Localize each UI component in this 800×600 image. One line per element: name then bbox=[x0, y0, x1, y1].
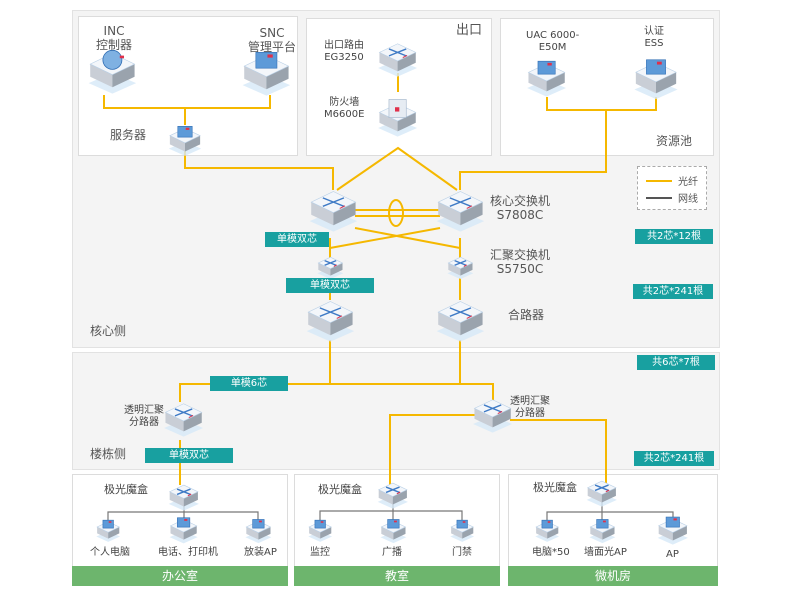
fiber-line bbox=[336, 146, 458, 191]
single-mode-dual-core-tag: 单模双芯 bbox=[145, 448, 233, 463]
fiber-count-tag: 共2芯*241根 bbox=[633, 284, 713, 299]
snc-platform-icon bbox=[242, 51, 290, 96]
aurora-box-label: 极光魔盒 bbox=[533, 481, 577, 494]
combiner-icon bbox=[436, 300, 484, 342]
combiner-icon bbox=[306, 300, 354, 342]
aurora-box-label: 极光魔盒 bbox=[104, 483, 148, 496]
ess-label: 认证 ESS bbox=[644, 26, 664, 49]
agg-switch-label: 汇聚交换机 S5750C bbox=[490, 248, 551, 276]
combiner-label: 合路器 bbox=[508, 308, 545, 322]
egress-router-icon bbox=[378, 43, 418, 77]
aurora-box-icon bbox=[377, 482, 409, 509]
single-mode-dual-core-tag: 单模双芯 bbox=[286, 278, 374, 293]
phone-printer-icon bbox=[169, 517, 199, 544]
core-switch-label: 核心交换机 S7808C bbox=[490, 194, 551, 222]
single-mode-dual-core-tag: 单模双芯 bbox=[265, 232, 329, 247]
aurora-box-icon bbox=[586, 480, 618, 507]
core-switch-icon bbox=[436, 190, 484, 232]
device-label: 电脑*50 bbox=[532, 547, 570, 558]
fiber-line bbox=[103, 95, 271, 109]
building-side-label: 楼栋侧 bbox=[90, 447, 127, 461]
legend: 光纤 网线 bbox=[637, 166, 707, 210]
firewall-icon bbox=[378, 99, 418, 137]
room-label-office: 办公室 bbox=[72, 566, 288, 586]
agg-switch-icon bbox=[317, 256, 343, 279]
uac-icon bbox=[527, 61, 567, 97]
fiber-line bbox=[179, 383, 494, 402]
device-label: AP bbox=[666, 549, 679, 560]
legend-cable: 网线 bbox=[646, 190, 698, 205]
inc-controller-icon bbox=[88, 49, 136, 94]
fiber-line bbox=[510, 419, 607, 485]
firewall-label: 防火墙 M6600E bbox=[324, 97, 365, 120]
server-icon bbox=[168, 126, 202, 156]
device-label: 电话、打印机 bbox=[158, 547, 218, 558]
aurora-box-icon bbox=[168, 484, 200, 511]
fiber-line bbox=[329, 227, 441, 249]
fiber-count-tag: 共2芯*241根 bbox=[634, 451, 714, 466]
core-switch-icon bbox=[309, 190, 357, 232]
device-label: 广播 bbox=[382, 547, 402, 558]
pc-icon bbox=[535, 519, 559, 542]
camera-icon bbox=[308, 519, 332, 542]
server-label: 服务器 bbox=[110, 128, 147, 142]
link-aggregation-icon bbox=[388, 199, 404, 227]
legend-fiber: 光纤 bbox=[646, 173, 698, 188]
splitter-icon bbox=[473, 399, 513, 433]
access-control-icon bbox=[450, 519, 474, 542]
snc-platform-label: SNC 管理平台 bbox=[248, 26, 297, 54]
inc-controller-label: INC 控制器 bbox=[96, 24, 133, 52]
fiber-line bbox=[389, 414, 475, 485]
room-label-computer-lab: 微机房 bbox=[508, 566, 718, 586]
cable-line bbox=[319, 510, 463, 522]
fiber-line bbox=[184, 150, 334, 190]
fiber-swatch-icon bbox=[646, 179, 672, 182]
room-label-classroom: 教室 bbox=[294, 566, 500, 586]
splitter-right-label: 透明汇聚 分路器 bbox=[510, 396, 550, 419]
fiber-line bbox=[546, 97, 657, 111]
egress-title: 出口 bbox=[456, 23, 483, 38]
aurora-box-label: 极光魔盒 bbox=[318, 483, 362, 496]
cable-swatch-icon bbox=[646, 196, 672, 199]
wall-ap-icon bbox=[589, 518, 615, 543]
splitter-left-label: 透明汇聚 分路器 bbox=[124, 405, 164, 428]
device-label: 门禁 bbox=[452, 547, 472, 558]
resource-pool-title: 资源池 bbox=[656, 134, 693, 148]
device-label: 个人电脑 bbox=[90, 547, 130, 558]
egress-router-label: 出口路由 EG3250 bbox=[324, 40, 364, 63]
device-label: 墙面光AP bbox=[584, 547, 627, 558]
device-label: 放装AP bbox=[244, 547, 277, 558]
splitter-icon bbox=[164, 403, 204, 437]
device-label: 监控 bbox=[310, 547, 330, 558]
agg-switch-icon bbox=[447, 256, 473, 279]
ap-icon bbox=[657, 516, 689, 545]
pc-icon bbox=[96, 519, 120, 542]
broadcast-icon bbox=[380, 518, 406, 543]
fiber-count-tag: 共2芯*12根 bbox=[635, 229, 713, 244]
single-mode-6core-tag: 单模6芯 bbox=[210, 376, 288, 391]
fiber-count-tag: 共6芯*7根 bbox=[637, 355, 715, 370]
ap-icon bbox=[245, 518, 271, 543]
core-side-label: 核心侧 bbox=[90, 324, 127, 338]
cable-line bbox=[107, 511, 259, 522]
ess-icon bbox=[634, 59, 678, 100]
fiber-line bbox=[354, 227, 461, 249]
fiber-line bbox=[459, 110, 607, 190]
uac-label: UAC 6000- E50M bbox=[526, 30, 580, 53]
